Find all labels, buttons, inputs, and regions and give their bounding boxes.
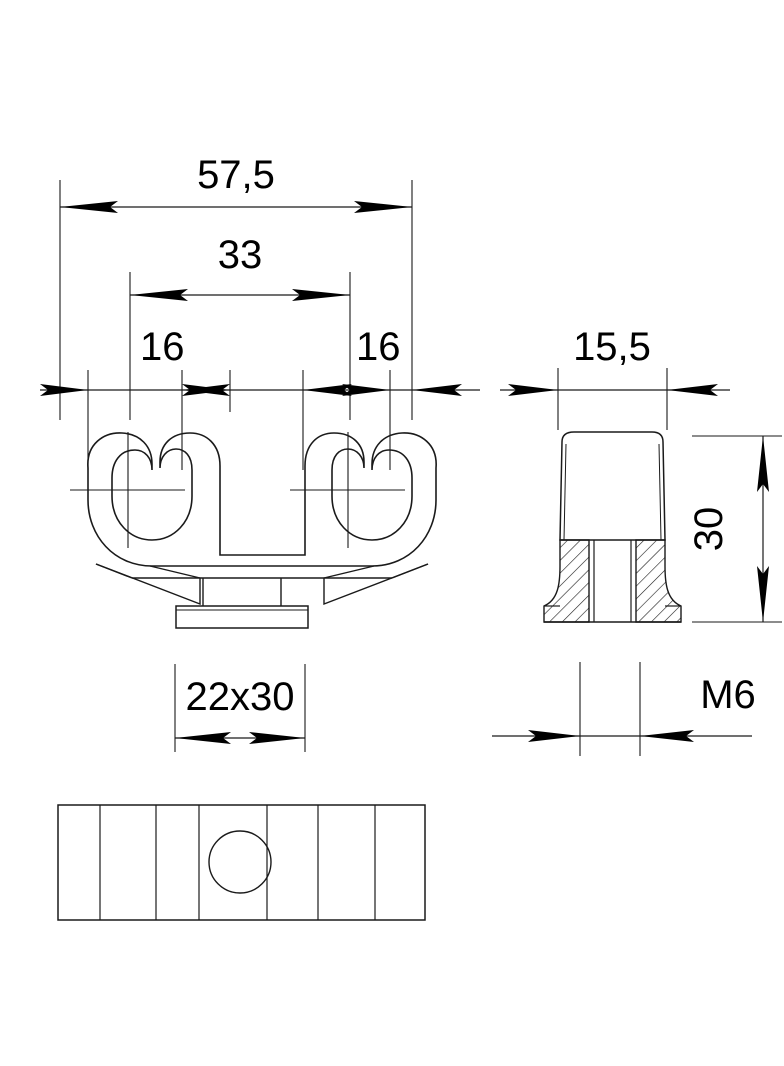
- dim-label-inner-span: 33: [218, 233, 263, 277]
- arrow-right-2230: [249, 732, 305, 744]
- arrow-right-57: [354, 201, 412, 213]
- arrow-16left-outer: [182, 384, 230, 396]
- bottom-view-bore: [208, 830, 272, 894]
- dim-label-thread: M6: [700, 673, 756, 717]
- dimension-inner-span: 33: [129, 233, 351, 420]
- right-taper: [323, 563, 429, 606]
- bottom-view-outline: [57, 804, 426, 921]
- left-taper: [95, 563, 201, 606]
- arrow-left-155: [508, 384, 558, 396]
- dim-label-base-footprint: 22x30: [186, 675, 295, 719]
- underside-shelf-left: [95, 563, 133, 579]
- arrow-far-left: [40, 384, 88, 396]
- arrow-left-m6: [528, 730, 580, 742]
- dim-label-offset-right: 16: [356, 325, 401, 369]
- dimension-thread: M6: [492, 662, 756, 756]
- arrow-right-m6: [640, 730, 694, 742]
- section-hatch-left: [543, 539, 590, 623]
- arrow-left-33: [130, 289, 188, 301]
- arrow-16right-inner: [303, 384, 352, 396]
- dim-label-offset-left: 16: [140, 325, 185, 369]
- dim-label-overall-width: 57,5: [197, 153, 275, 197]
- arrow-bottom-30: [757, 566, 769, 622]
- arrow-far-right: [412, 384, 462, 396]
- arrow-left-2230: [175, 732, 231, 744]
- dimension-clip-offsets: 16 16: [40, 325, 480, 470]
- underside-shelf-right: [391, 563, 429, 579]
- dimension-side-width: 15,5: [500, 325, 730, 430]
- front-view: [70, 432, 437, 629]
- side-view: [543, 431, 682, 623]
- dimension-overall-width: 57,5: [59, 153, 413, 420]
- side-body-inner-left: [563, 443, 567, 541]
- section-hatch-right: [635, 539, 682, 623]
- dimension-height: 30: [687, 435, 782, 623]
- arrow-16right-outer: [342, 384, 390, 396]
- dim-label-height: 30: [687, 507, 731, 552]
- dimension-base-footprint: 22x30: [174, 664, 306, 752]
- arrow-right-33: [292, 289, 350, 301]
- dim-label-side-width: 15,5: [573, 325, 651, 369]
- bottom-view: [57, 804, 426, 921]
- arrow-right-155: [667, 384, 718, 396]
- side-body-inner-right: [658, 443, 662, 541]
- clip-body-outline: [87, 432, 437, 567]
- arrow-top-30: [757, 436, 769, 492]
- arrow-left-57: [60, 201, 118, 213]
- side-body-upper: [559, 431, 666, 541]
- base-pad: [175, 605, 309, 629]
